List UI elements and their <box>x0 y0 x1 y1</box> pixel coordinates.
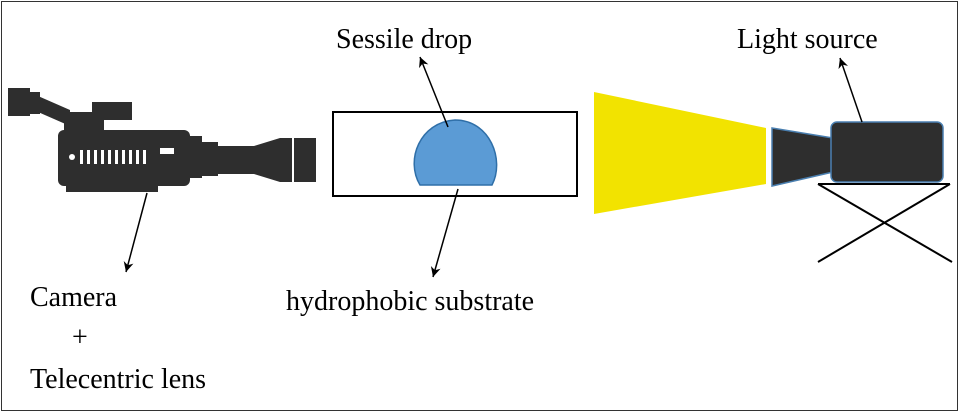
light-source-label: Light source <box>737 24 878 55</box>
telecentric-lens-label: Telecentric lens <box>30 364 207 395</box>
light-beam <box>594 92 766 214</box>
arrow-light-source <box>838 57 863 123</box>
camera-icon <box>8 88 316 192</box>
arrow-camera <box>123 192 148 273</box>
plus-label: + <box>72 322 88 353</box>
sessile-drop-shape <box>413 119 498 186</box>
arrow-substrate <box>430 188 459 278</box>
substrate-label: hydrophobic substrate <box>286 286 535 317</box>
light-source-icon <box>771 121 953 263</box>
camera-label: Camera <box>30 282 118 313</box>
sessile-drop-label: Sessile drop <box>336 24 473 55</box>
arrow-sessile-drop <box>419 56 449 128</box>
